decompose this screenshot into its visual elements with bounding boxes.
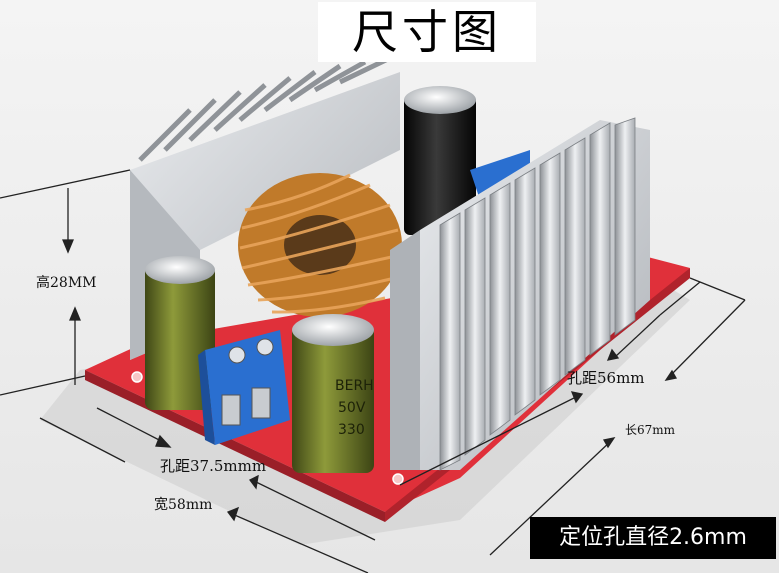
width-label: 宽58mm	[154, 497, 213, 513]
toroid-coil	[238, 173, 402, 317]
dimension-lines	[0, 169, 746, 573]
left-capacitor	[145, 256, 215, 410]
hole-spacing-short-label: 孔距37.5mmm	[160, 457, 267, 475]
capacitor-marking-1: BERH	[335, 378, 374, 394]
capacitor-marking-3: 330	[338, 422, 365, 438]
page-title: 尺寸图	[318, 2, 536, 62]
hole-spacing-long-label: 孔距56mm	[567, 369, 645, 387]
mounting-hole-diameter-label: 定位孔直径2.6mm	[530, 517, 776, 559]
front-capacitor: BERH 50V 330	[292, 314, 374, 473]
capacitor-marking-2: 50V	[338, 400, 366, 416]
screw-terminal	[198, 330, 290, 445]
right-heatsink	[390, 117, 650, 471]
screw-icon	[228, 346, 246, 364]
black-capacitor	[404, 86, 476, 235]
screw-icon	[256, 338, 274, 356]
height-label: 高28MM	[36, 275, 97, 291]
length-label: 长67mm	[625, 423, 676, 437]
mounting-hole	[131, 371, 143, 383]
mounting-hole	[392, 473, 404, 485]
